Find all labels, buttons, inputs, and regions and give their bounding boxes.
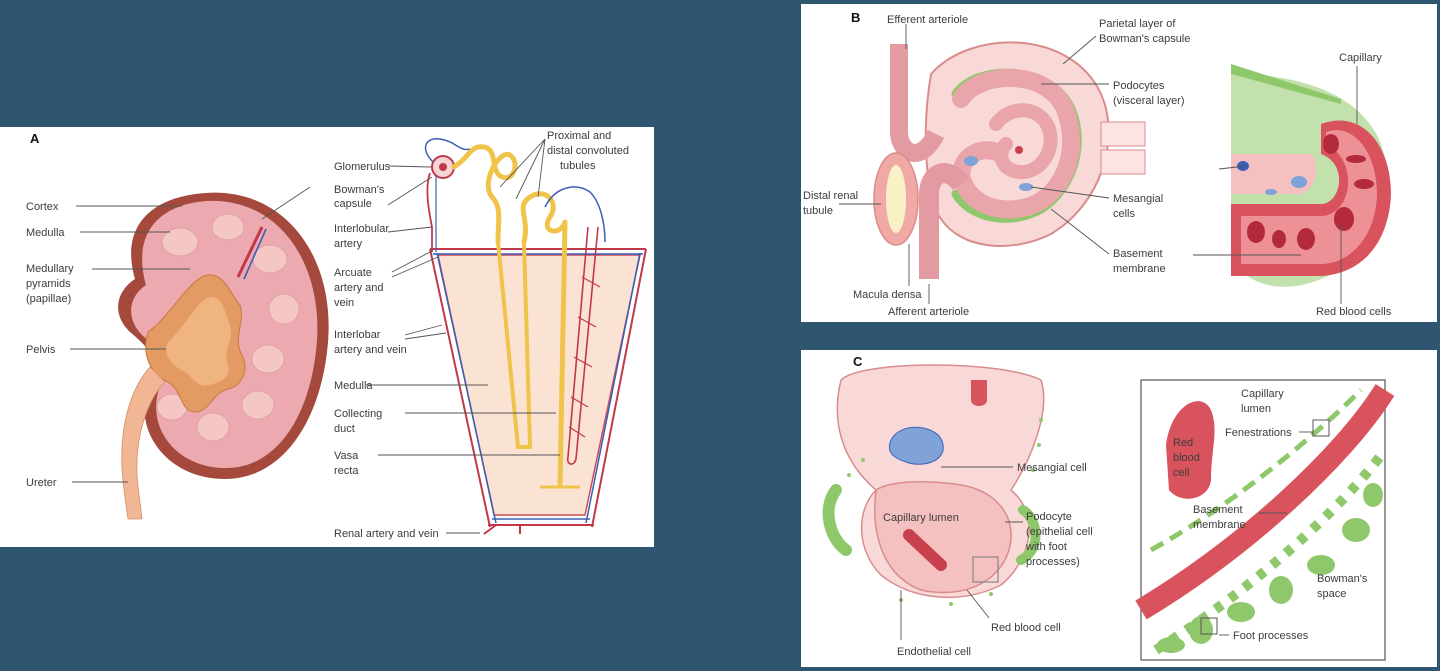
label-bowmans-space-2: space xyxy=(1317,588,1346,600)
label-red-blood-cell: Red blood cell xyxy=(991,622,1061,634)
panel-a-drawing: A xyxy=(26,130,647,540)
label-podocytes-2: (visceral layer) xyxy=(1113,95,1185,107)
label-tubules-2: distal convoluted xyxy=(547,145,629,157)
panel-a-letter: A xyxy=(30,131,40,146)
label-inset-basement-membrane-1: Basement xyxy=(1193,504,1243,516)
label-pelvis: Pelvis xyxy=(26,344,56,356)
label-arcuate-1: Arcuate xyxy=(334,267,372,279)
label-inset-capillary-lumen-2: lumen xyxy=(1241,403,1271,415)
panel-b-letter: B xyxy=(851,10,860,25)
label-macula-densa: Macula densa xyxy=(853,289,922,301)
label-interlobular-1: Interlobular xyxy=(334,223,389,235)
panel-c-filtration-barrier: C xyxy=(801,350,1437,667)
label-podocyte-4: processes) xyxy=(1026,556,1080,568)
glomerulus-illustration xyxy=(873,41,1391,287)
label-bowmans-space-1: Bowman's xyxy=(1317,573,1368,585)
label-capillary: Capillary xyxy=(1339,52,1382,64)
label-endothelial-cell: Endothelial cell xyxy=(897,646,971,658)
label-medullary-pyramids-2: pyramids xyxy=(26,278,71,290)
label-interlobar-2: artery and vein xyxy=(334,344,407,356)
label-arcuate-2: artery and xyxy=(334,282,384,294)
label-mesangial-cell: Mesangial cell xyxy=(1017,462,1087,474)
filtration-barrier-inset xyxy=(1135,379,1395,661)
label-ureter: Ureter xyxy=(26,477,57,489)
label-collecting-duct-2: duct xyxy=(334,423,355,435)
panel-b-glomerulus: B xyxy=(801,4,1437,322)
label-bowmans-capsule-2: capsule xyxy=(334,198,372,210)
label-inset-capillary-lumen-1: Capillary xyxy=(1241,388,1284,400)
panel-c-leaders xyxy=(900,431,1313,640)
label-medullary-pyramids-3: (papillae) xyxy=(26,293,71,305)
label-afferent-arteriole: Afferent arteriole xyxy=(888,306,969,318)
capillary-loop-illustration xyxy=(822,364,1045,606)
label-interlobular-2: artery xyxy=(334,238,363,250)
label-inset-rbc-1: Red xyxy=(1173,437,1193,449)
label-collecting-duct-1: Collecting xyxy=(334,408,382,420)
label-efferent-arteriole: Efferent arteriole xyxy=(887,14,968,26)
label-podocyte-3: with foot xyxy=(1025,541,1067,553)
panel-b-leaders xyxy=(839,24,1358,304)
label-bowmans-capsule-1: Bowman's xyxy=(334,184,385,196)
label-inset-basement-membrane-2: membrane xyxy=(1193,519,1246,531)
label-podocyte-2: (epithelial cell xyxy=(1026,526,1093,538)
nephron-diagram xyxy=(424,138,647,535)
label-tubules-1: Proximal and xyxy=(547,130,611,142)
kidney-illustration xyxy=(118,192,329,520)
panel-c-drawing: C xyxy=(822,354,1395,661)
panel-a-leaders xyxy=(70,138,560,534)
label-renal-artery-vein: Renal artery and vein xyxy=(334,528,439,540)
label-mesangial-cells-1: Mesangial xyxy=(1113,193,1163,205)
label-capillary-lumen: Capillary lumen xyxy=(883,512,959,524)
label-medullary-pyramids-1: Medullary xyxy=(26,263,74,275)
label-interlobar-1: Interlobar xyxy=(334,329,381,341)
label-red-blood-cells: Red blood cells xyxy=(1316,306,1392,318)
label-mesangial-cells-2: cells xyxy=(1113,208,1136,220)
label-parietal-layer-1: Parietal layer of xyxy=(1099,18,1176,30)
label-inset-rbc-2: blood xyxy=(1173,452,1200,464)
label-podocytes-1: Podocytes xyxy=(1113,80,1165,92)
label-glomerulus: Glomerulus xyxy=(334,161,391,173)
label-arcuate-3: vein xyxy=(334,297,354,309)
label-vasa-recta-2: recta xyxy=(334,465,359,477)
label-fenestrations: Fenestrations xyxy=(1225,427,1292,439)
panel-b-drawing: B xyxy=(803,10,1392,318)
label-medulla-right: Medulla xyxy=(334,380,373,392)
label-tubules-3: tubules xyxy=(560,160,596,172)
label-inset-rbc-3: cell xyxy=(1173,467,1190,479)
panel-a-kidney: A xyxy=(0,127,654,547)
label-cortex: Cortex xyxy=(26,201,59,213)
label-parietal-layer-2: Bowman's capsule xyxy=(1099,33,1190,45)
label-basement-membrane-2: membrane xyxy=(1113,263,1166,275)
label-medulla: Medulla xyxy=(26,227,65,239)
label-basement-membrane-1: Basement xyxy=(1113,248,1163,260)
label-distal-tubule-1: Distal renal xyxy=(803,190,858,202)
label-podocyte-1: Podocyte xyxy=(1026,511,1072,523)
label-vasa-recta-1: Vasa xyxy=(334,450,359,462)
label-foot-processes: Foot processes xyxy=(1233,630,1309,642)
label-distal-tubule-2: tubule xyxy=(803,205,833,217)
panel-c-letter: C xyxy=(853,354,863,369)
